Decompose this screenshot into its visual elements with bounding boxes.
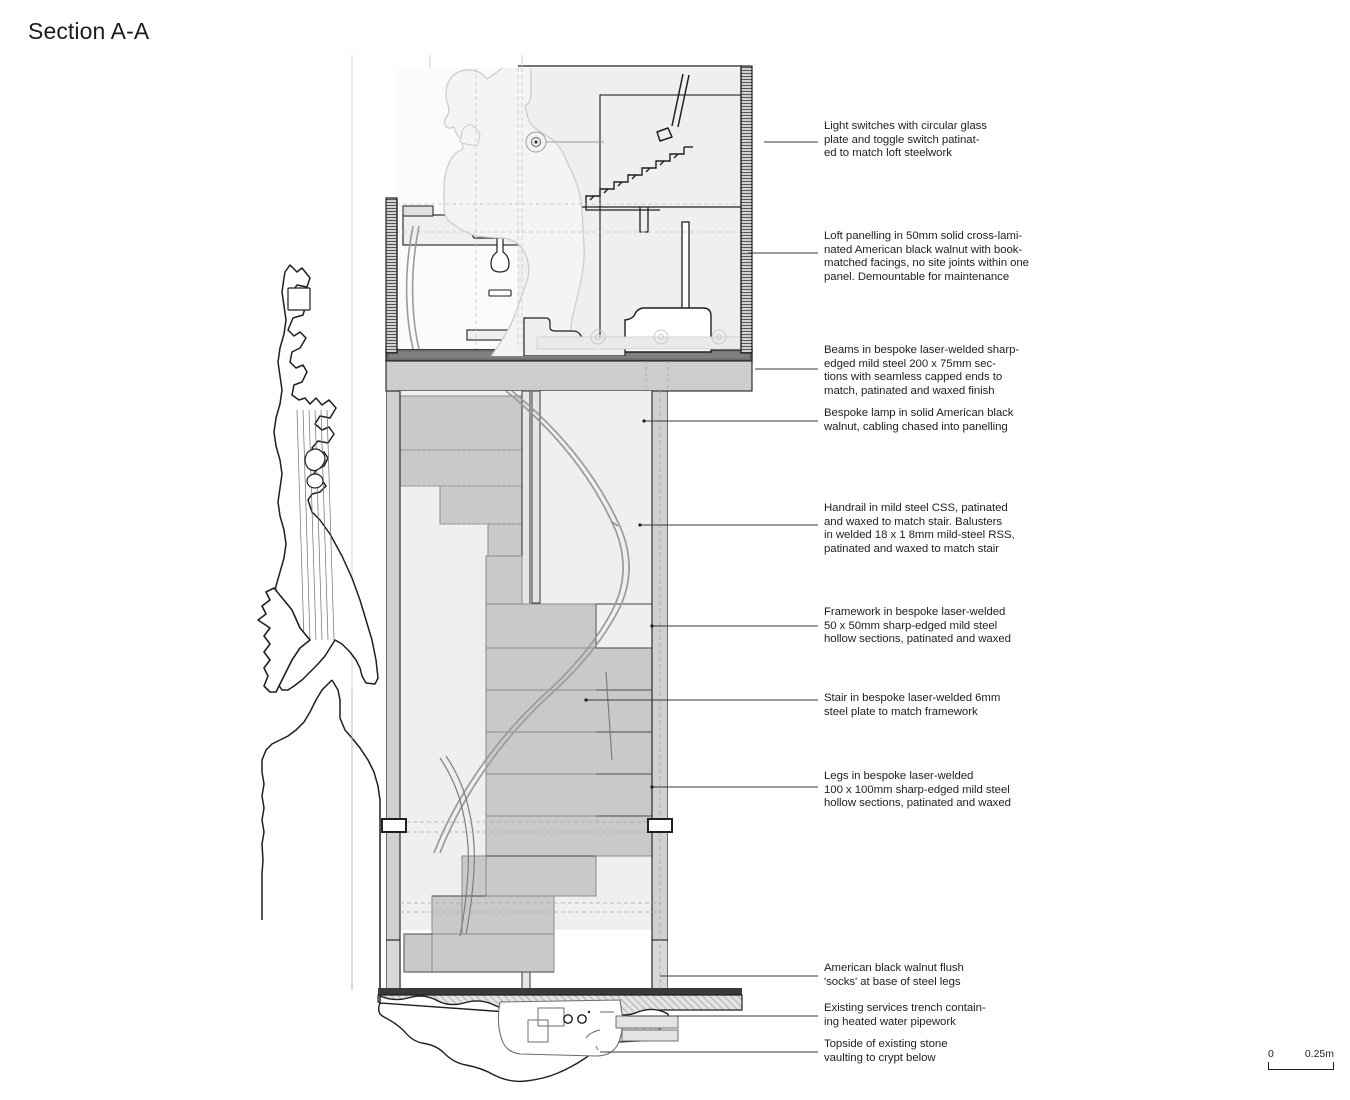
existing-wall-outline bbox=[261, 679, 381, 990]
annotation-light-switches: Light switches with circular glass plate… bbox=[824, 120, 987, 160]
seated-person-silhouette bbox=[443, 68, 585, 356]
annotation-bespoke-lamp: Bespoke lamp in solid American black wal… bbox=[824, 407, 1014, 433]
annotation-loft-panelling: Loft panelling in 50mm solid cross-lami-… bbox=[824, 230, 1029, 283]
scale-bar-start-label: 0 bbox=[1268, 1048, 1274, 1060]
page-title: Section A-A bbox=[28, 18, 150, 44]
annotation-leader-lines bbox=[586, 141, 818, 1053]
pier-fluting-lines bbox=[296, 409, 335, 641]
loft-construction-lines bbox=[396, 68, 742, 349]
loft-floor-service-run bbox=[536, 336, 742, 350]
floor-outlet-markers bbox=[590, 329, 727, 345]
annotation-walnut-socks: American black walnut flush 'socks' at b… bbox=[824, 962, 964, 988]
spiral-stair-tower bbox=[386, 391, 668, 995]
pier-moulding-details bbox=[287, 287, 326, 489]
leg-fixing-plates bbox=[381, 818, 673, 833]
services-trench bbox=[497, 999, 679, 1057]
scale-bar-end-label: 0.25m bbox=[1304, 1048, 1334, 1060]
drawer-handle bbox=[488, 289, 512, 297]
existing-stone-pier-profile bbox=[273, 264, 379, 691]
annotation-legs: Legs in bespoke laser-welded 100 x 100mm… bbox=[824, 770, 1011, 810]
annotation-framework: Framework in bespoke laser-welded 50 x 5… bbox=[824, 606, 1011, 646]
annotation-stair: Stair in bespoke laser-welded 6mm steel … bbox=[824, 692, 1001, 718]
annotation-leader-dots bbox=[584, 419, 654, 789]
scale-bar-bracket bbox=[1268, 1062, 1334, 1070]
light-switch-rosette bbox=[525, 131, 604, 153]
scale-bar: 0 0.25m bbox=[1268, 1048, 1334, 1070]
annotation-services-trench: Existing services trench contain- ing he… bbox=[824, 1002, 986, 1028]
annotation-handrail: Handrail in mild steel CSS, patinated an… bbox=[824, 502, 1015, 555]
bespoke-lamp bbox=[681, 221, 690, 318]
loft-stair-steps bbox=[585, 146, 693, 206]
annotation-beams: Beams in bespoke laser-welded sharp- edg… bbox=[824, 344, 1020, 397]
handrail-curve-upper-loft bbox=[405, 225, 420, 350]
annotation-stone-vaulting: Topside of existing stone vaulting to cr… bbox=[824, 1038, 948, 1064]
existing-masonry-lower-profile bbox=[257, 587, 311, 693]
loft-ladder bbox=[656, 73, 690, 142]
loft-box-edges bbox=[396, 65, 742, 353]
